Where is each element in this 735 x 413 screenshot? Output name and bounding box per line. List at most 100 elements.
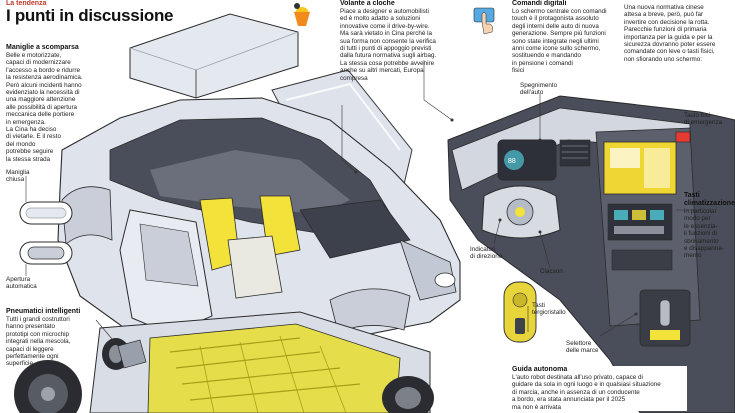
block-pneumatici: Pneumatici intelligenti Tutti i grandi c… xyxy=(6,308,106,368)
text-line: comandate con leve o tasti fisici, xyxy=(624,48,715,56)
label-line: delle marce xyxy=(566,347,599,355)
text-line: touch è il protagonista assoluto xyxy=(512,15,599,23)
text-line: invertire con decisione la rotta. xyxy=(624,18,710,26)
label-maniglia-chiusa: Maniglia chiusa xyxy=(6,169,29,183)
text-line: superficie xyxy=(6,360,33,368)
label-apertura-automatica: Apertura automatica xyxy=(6,276,37,290)
text-line: le essenzia- xyxy=(684,222,718,230)
text-line: hanno presentato xyxy=(6,323,56,331)
page-title: I punti in discussione xyxy=(6,6,174,25)
text-line: in emergenza. xyxy=(6,118,46,126)
text-line: Tutti i grandi costruttori xyxy=(6,316,70,323)
block-volante: Volante a cloche Piace a designer e auto… xyxy=(340,0,472,82)
text-line: generazione. Sempre più funzioni xyxy=(512,30,606,38)
text-line: Parecchie funzioni di primaria xyxy=(624,26,707,34)
door-handle-open xyxy=(19,241,73,265)
text-line: guidare da sola in ogni luogo e in quals… xyxy=(512,381,661,389)
text-line: climatizzazione xyxy=(684,200,735,207)
text-line: ma non è arrivata xyxy=(512,403,562,411)
block-maniglie: Maniglie a scomparsa Belle e motorizzate… xyxy=(6,44,116,163)
text-line: in particolar xyxy=(684,208,717,215)
text-line: prototipi con microchip xyxy=(6,330,69,338)
text-line: Piace a designer e automobilisti xyxy=(340,8,429,15)
text-line: anche su altri mercati, Europa xyxy=(340,67,424,75)
text-line: potrebbe seguire xyxy=(6,148,54,156)
text-line: anni come icone sullo schermo, xyxy=(512,45,601,53)
label-line: dell'auto xyxy=(520,89,544,97)
label-line: automatica xyxy=(6,283,37,291)
text-line: importanza per la guida e per la xyxy=(624,33,713,41)
text-line: Una nuova normativa cinese xyxy=(624,4,704,11)
label-selettore: Selettore delle marce xyxy=(566,340,599,354)
block-clima: Tasti climatizzazione in particolar modo… xyxy=(684,192,735,260)
text-line: innovative come il drive-by-wire. xyxy=(340,22,430,30)
block-title: Maniglie a scomparsa xyxy=(6,44,79,51)
label-line: Indicatori xyxy=(470,246,496,253)
label-line: Selettore xyxy=(566,340,592,347)
text-line: non sfiorando uno schermo: xyxy=(624,55,703,63)
battery-chassis xyxy=(89,311,431,413)
text-line: Belle e motorizzate, xyxy=(6,52,62,59)
text-line: sbrinamento xyxy=(684,237,719,245)
text-line: La stessa cosa potrebbe avvenire xyxy=(340,59,435,67)
label-line: Spegnimento xyxy=(520,82,558,89)
text-line: fisici xyxy=(512,67,525,75)
text-line: modo per xyxy=(684,215,711,223)
text-line: dalla futura normativa sugli airbag. xyxy=(340,52,437,60)
text-line: attesa a breve, però, può far xyxy=(624,11,704,19)
block-title: Comandi digitali xyxy=(512,0,567,7)
text-line: in pensione i comandi xyxy=(512,59,573,67)
text-line: Però alcuni incidenti hanno xyxy=(6,81,82,89)
tires xyxy=(14,338,434,413)
text-line: Ma sarà vietato in Cina perché la xyxy=(340,30,433,38)
door-handle-closed xyxy=(19,201,73,225)
block-title: Tasti xyxy=(684,192,700,199)
kicker: La tendenza xyxy=(6,0,47,7)
text-line: capaci di leggere xyxy=(6,345,54,353)
text-line: evidenziato la necessità di xyxy=(6,89,80,97)
text-line: li funzioni di xyxy=(684,230,717,238)
label-luci-emergenza: Tasto luci di emergenza xyxy=(684,112,722,126)
label-line: Apertura xyxy=(6,276,31,283)
block-title: Pneumatici intelligenti xyxy=(6,308,81,315)
text-line: ed è molto adatto a soluzioni xyxy=(340,15,421,23)
label-indicatori: Indicatori di direzione xyxy=(470,246,502,260)
label-line: Tasto luci xyxy=(684,112,711,119)
text-line: Lo schermo centrale con comandi xyxy=(512,8,607,15)
cockpit: 88 xyxy=(447,95,735,413)
text-line: mento xyxy=(684,252,702,260)
leader-lines xyxy=(25,60,700,347)
label-line: di direzione xyxy=(470,253,503,261)
svg-text:88: 88 xyxy=(508,158,516,165)
block-comandi: Comandi digitali Lo schermo centrale con… xyxy=(512,0,622,75)
text-line: sostituendo e mandando xyxy=(512,52,581,60)
text-line: la stessa strada xyxy=(6,155,51,163)
text-line: meccanica delle portiere xyxy=(6,111,75,119)
block-title: Volante a cloche xyxy=(340,0,395,7)
text-line: e disappanna- xyxy=(684,245,724,253)
text-line: sicurezza dovranno poter essere xyxy=(624,41,716,49)
tyre-chip-inset xyxy=(117,339,147,369)
text-line: l'accesso a bordo e ridurre xyxy=(6,66,81,74)
label-line: di emergenza xyxy=(684,119,723,127)
text-line: la resistenza aerodinamica. xyxy=(6,74,83,82)
text-line: alle possibilità di apertura xyxy=(6,103,78,111)
label-line: Maniglia xyxy=(6,169,30,176)
text-line: compresa xyxy=(340,74,368,82)
text-line: La Cina ha deciso xyxy=(6,126,57,134)
text-line: di marcia, anche in assenza di un conduc… xyxy=(512,388,640,396)
text-line: degli interni delle auto di nuova xyxy=(512,22,599,30)
text-line: a bordo, era stata annunciata per il 202… xyxy=(512,396,626,404)
car-body xyxy=(57,97,461,349)
block-title: Guida autonoma xyxy=(512,366,568,373)
text-line: integrati nella mescola, xyxy=(6,338,71,346)
text-line: capaci di modernizzare xyxy=(6,59,71,67)
text-line: del mondo xyxy=(6,140,36,148)
label-clacson: Clacson xyxy=(540,268,563,275)
label-spegnimento: Spegnimento dell'auto xyxy=(520,82,557,96)
text-line: una maggiore attenzione xyxy=(6,96,76,104)
text-line: perfettamente ogni xyxy=(6,353,59,361)
hand-touch-icon xyxy=(473,7,495,35)
text-line: sua forma non consente la verifica xyxy=(340,37,436,45)
